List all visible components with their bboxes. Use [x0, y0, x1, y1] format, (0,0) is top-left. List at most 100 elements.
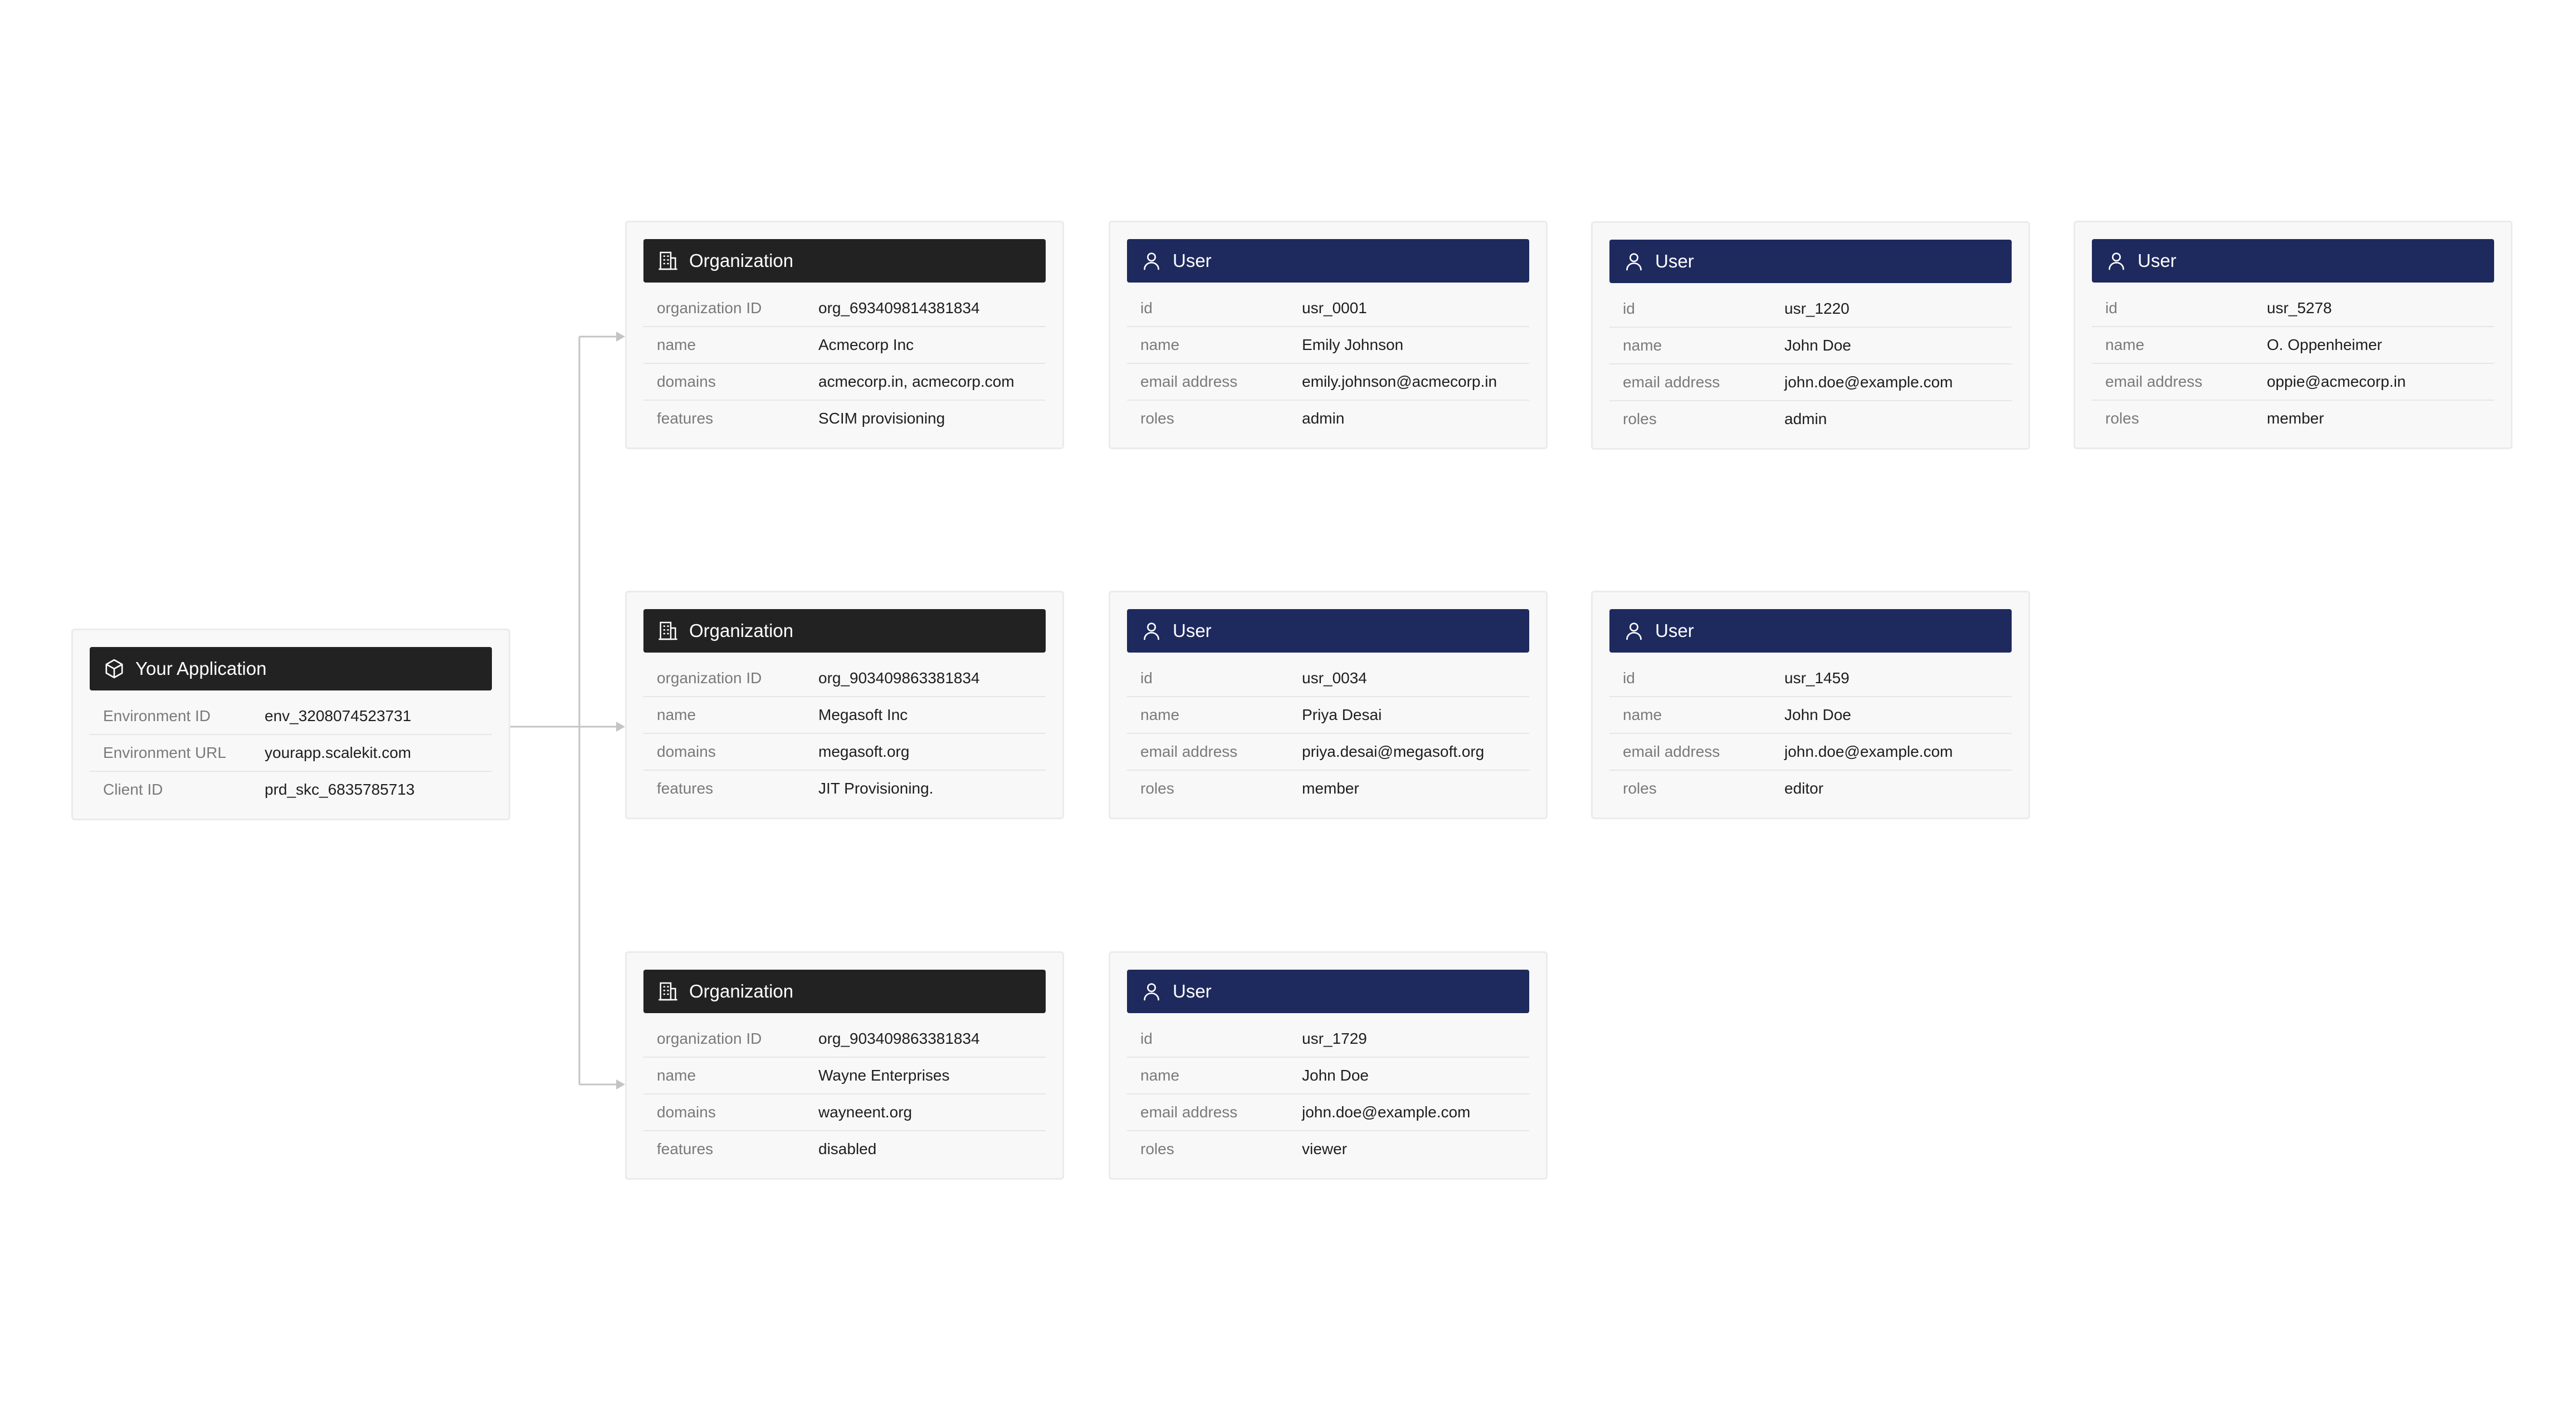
org-2-arrowhead	[616, 722, 625, 732]
application-title: Your Application	[135, 658, 267, 679]
user-card-header: User	[1609, 609, 2012, 653]
field-value: Wayne Enterprises	[818, 1067, 950, 1084]
field-label: Environment ID	[103, 707, 211, 724]
field-value: John Doe	[1302, 1067, 1369, 1084]
field-row: name John Doe	[1127, 1058, 1529, 1094]
field-value: usr_0001	[1302, 299, 1367, 317]
field-label: id	[1140, 669, 1153, 687]
field-label: name	[1623, 337, 1662, 354]
field-label: name	[1140, 1067, 1180, 1084]
field-value: env_3208074523731	[265, 707, 412, 724]
field-value: member	[2267, 410, 2324, 427]
application-card-header: Your Application	[90, 647, 492, 690]
field-value: emily.johnson@acmecorp.in	[1302, 373, 1497, 390]
field-label: email address	[1623, 743, 1720, 760]
field-label: email address	[1140, 1103, 1238, 1121]
field-value: john.doe@example.com	[1784, 373, 1953, 391]
field-label: name	[657, 706, 696, 723]
field-label: id	[1623, 300, 1635, 317]
field-value: viewer	[1302, 1140, 1347, 1157]
field-label: id	[1140, 299, 1153, 317]
field-value: usr_0034	[1302, 669, 1367, 687]
user-card-header: User	[2092, 239, 2494, 283]
field-label: Environment URL	[103, 744, 226, 761]
building-icon	[657, 250, 679, 272]
user-icon	[2105, 250, 2128, 272]
user-title: User	[1173, 620, 1212, 641]
user-card-header: User	[1609, 240, 2012, 283]
field-value: yourapp.scalekit.com	[265, 744, 412, 761]
field-label: email address	[1140, 373, 1238, 390]
field-value: admin	[1784, 410, 1827, 427]
organization-title: Organization	[689, 620, 794, 641]
field-label: name	[1140, 706, 1180, 723]
organization-card-header: Organization	[643, 970, 1046, 1013]
user-title: User	[2138, 250, 2177, 271]
field-label: Client ID	[103, 781, 163, 798]
field-value: usr_5278	[2267, 299, 2332, 317]
field-label: features	[657, 1140, 714, 1157]
field-row: email address john.doe@example.com	[1609, 734, 2012, 771]
field-value: disabled	[818, 1140, 877, 1157]
field-value: org_903409863381834	[818, 669, 980, 687]
field-value: wayneent.org	[818, 1103, 913, 1121]
field-value: member	[1302, 780, 1359, 797]
field-label: domains	[657, 373, 716, 390]
field-value: john.doe@example.com	[1784, 743, 1953, 760]
field-label: organization ID	[657, 299, 762, 317]
user-icon	[1140, 980, 1163, 1003]
field-value: org_693409814381834	[818, 299, 980, 317]
field-label: id	[2105, 299, 2118, 317]
field-label: roles	[1140, 780, 1174, 797]
user-card-header: User	[1127, 239, 1529, 283]
field-row: organization ID org_693409814381834	[643, 290, 1046, 327]
field-value: usr_1729	[1302, 1030, 1367, 1047]
field-row: id usr_5278	[2092, 290, 2494, 327]
field-label: name	[657, 336, 696, 353]
field-value: megasoft.org	[818, 743, 910, 760]
field-value: org_903409863381834	[818, 1030, 980, 1047]
organization-card-1: Organization organization ID org_69340981…	[625, 221, 1064, 449]
field-row: Environment URL yourapp.scalekit.com	[90, 735, 492, 772]
field-label: organization ID	[657, 669, 762, 687]
organization-card-header: Organization	[643, 239, 1046, 283]
org-1-arrowhead	[616, 332, 625, 342]
field-row: id usr_0001	[1127, 290, 1529, 327]
field-value: JIT Provisioning.	[818, 780, 934, 797]
org-3-arrowhead	[616, 1079, 625, 1089]
field-label: id	[1623, 669, 1635, 687]
field-value: Emily Johnson	[1302, 336, 1404, 353]
field-label: features	[657, 410, 714, 427]
user-card-header: User	[1127, 970, 1529, 1013]
field-row: roles viewer	[1127, 1131, 1529, 1167]
field-label: roles	[1140, 1140, 1174, 1157]
user-title: User	[1173, 250, 1212, 271]
field-row: id usr_0034	[1127, 660, 1529, 697]
field-label: roles	[1140, 410, 1174, 427]
